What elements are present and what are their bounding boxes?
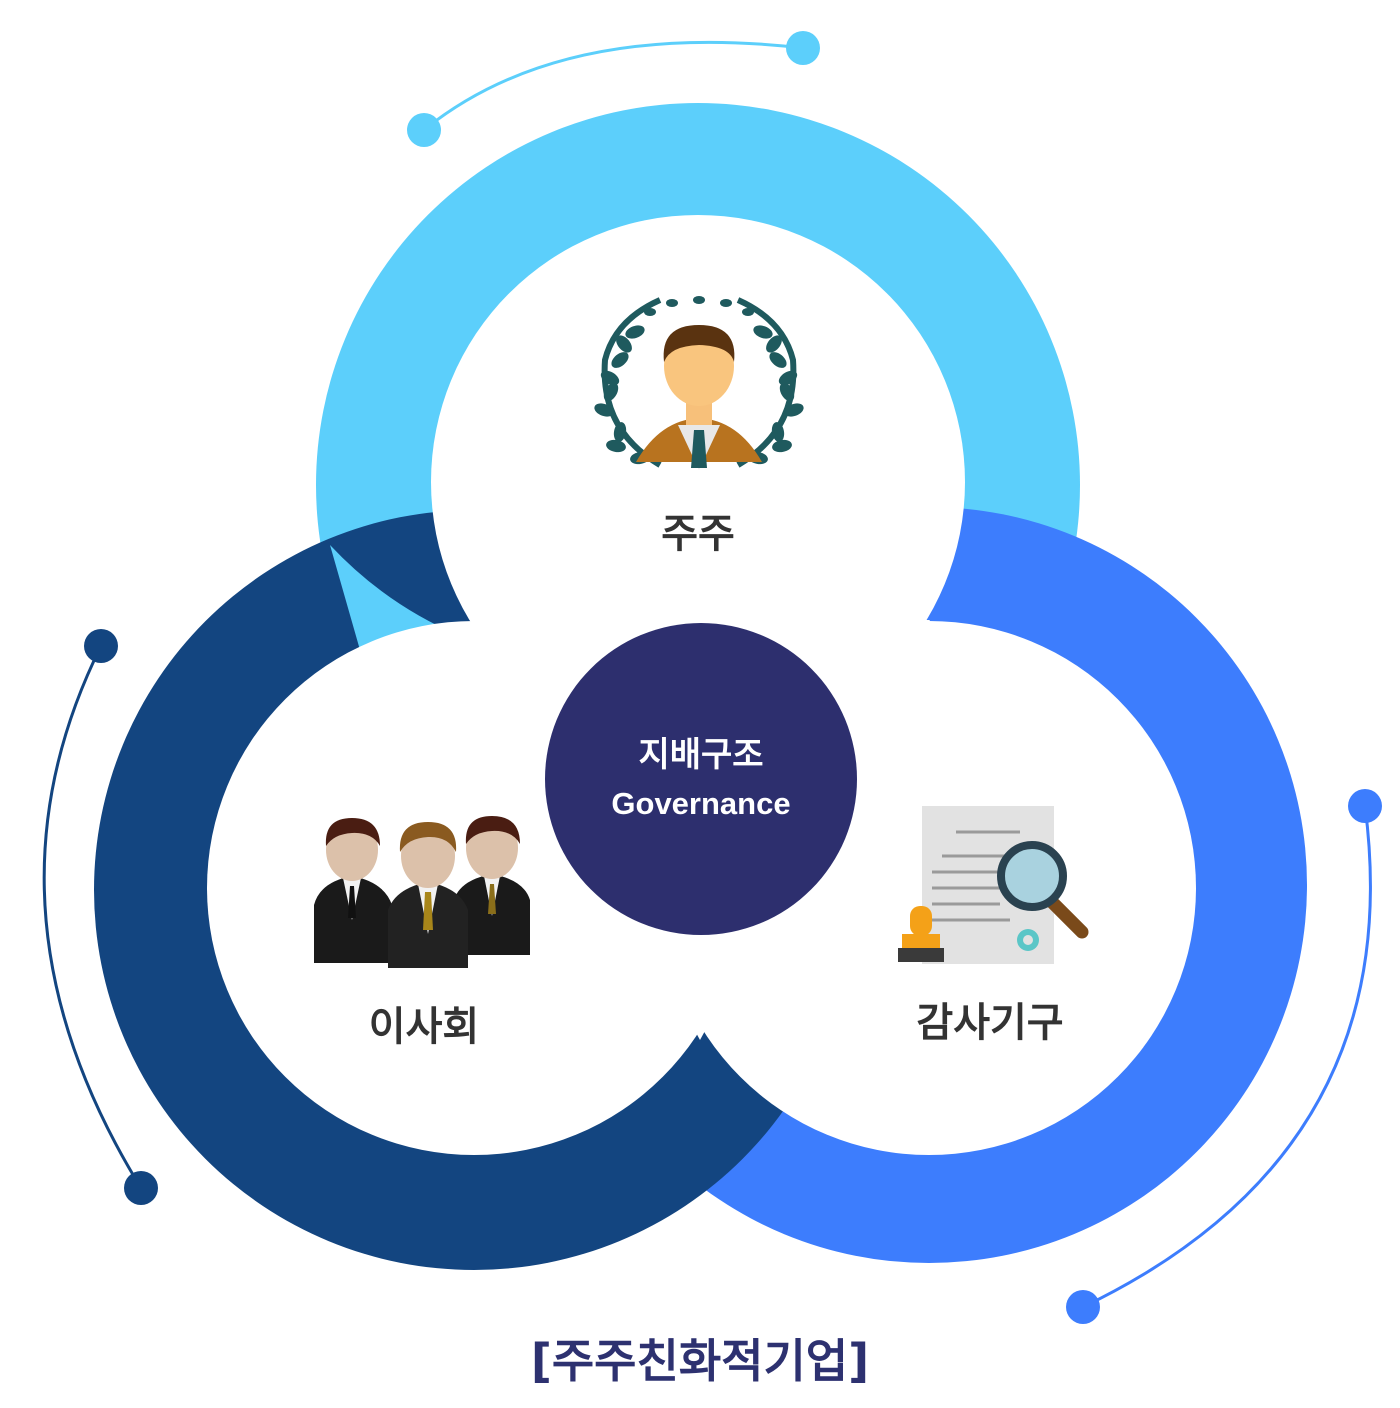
center-circle (545, 623, 857, 935)
ring-overlap-patch (330, 545, 470, 650)
top-orbit-dot-left (407, 113, 441, 147)
center-title-english: Governance (611, 786, 790, 821)
shareholders-disc (431, 215, 965, 749)
right-orbit-line (1082, 805, 1372, 1309)
top-orbit-dot-right (786, 31, 820, 65)
diagram-caption: [주주친화적기업] (531, 1334, 869, 1388)
right-orbit-dot-bottom (1066, 1290, 1100, 1324)
right-orbit-dot-top (1348, 789, 1382, 823)
left-orbit-dot-top (84, 629, 118, 663)
document-magnifier-stamp-icon (898, 806, 1089, 964)
top-orbit-line (423, 40, 804, 132)
shareholders-label: 주주 (661, 511, 735, 557)
businessmen-group-icon (314, 816, 530, 968)
left-orbit-line (42, 645, 143, 1189)
audit-label: 감사기구 (916, 1000, 1063, 1046)
center-node: 지배구조 Governance (545, 623, 857, 935)
board-label: 이사회 (369, 1004, 479, 1050)
decor-arcs (42, 31, 1382, 1324)
center-title-korean: 지배구조 (638, 736, 763, 774)
left-orbit-dot-bottom (124, 1171, 158, 1205)
laurel-person-icon (594, 296, 804, 470)
